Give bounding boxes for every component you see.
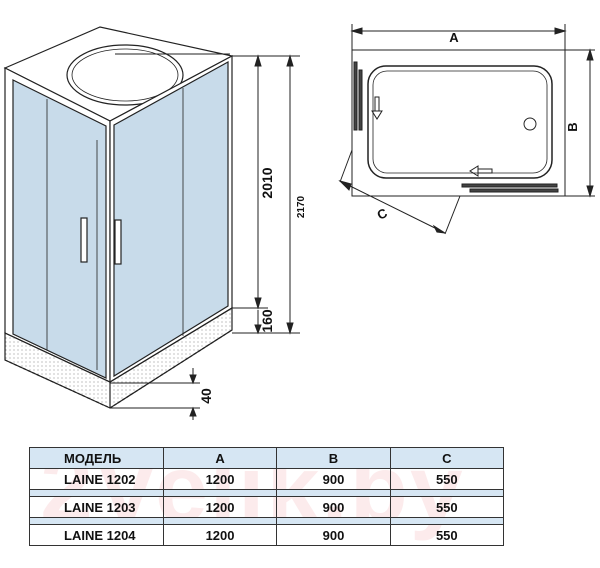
header-c: C: [389, 447, 505, 469]
table-row: LAINE 1203 1200 900 550: [29, 496, 505, 518]
plan-view: [338, 24, 595, 235]
drain-icon: [523, 117, 537, 131]
plan-outer-frame: [351, 49, 566, 197]
plan-label-a: A: [449, 30, 459, 45]
table-header-row: МОДЕЛЬ A B C: [29, 447, 505, 469]
row-a: 1200: [162, 468, 278, 490]
slide-arrow-down-icon: [371, 96, 383, 120]
table-separator: [29, 489, 505, 497]
door-handle-right: [114, 219, 122, 265]
plan-tray: [367, 65, 553, 179]
height-dimensions: [110, 54, 300, 420]
header-a: A: [162, 447, 278, 469]
row-c: 550: [389, 524, 505, 546]
height-base-label: 160: [259, 309, 275, 333]
cabin-3d-view: [3, 26, 234, 409]
height-cabin-label: 2010: [259, 167, 275, 198]
table-separator: [29, 517, 505, 525]
row-c: 550: [389, 496, 505, 518]
row-model: LAINE 1204: [29, 524, 164, 546]
row-model: LAINE 1203: [29, 496, 164, 518]
plan-label-c: C: [375, 205, 390, 223]
row-a: 1200: [162, 496, 278, 518]
door-handle-left: [80, 217, 88, 263]
row-c: 550: [389, 468, 505, 490]
roof-dome: [66, 44, 184, 106]
header-model: МОДЕЛЬ: [29, 447, 164, 469]
height-step-label: 40: [198, 388, 214, 404]
header-b: B: [276, 447, 391, 469]
row-b: 900: [276, 524, 391, 546]
row-model: LAINE 1202: [29, 468, 164, 490]
height-total-label: 2170: [296, 195, 307, 218]
row-b: 900: [276, 496, 391, 518]
row-a: 1200: [162, 524, 278, 546]
plan-label-b: B: [565, 122, 580, 131]
slide-arrow-left-icon: [469, 165, 493, 177]
table-row: LAINE 1202 1200 900 550: [29, 468, 505, 490]
models-table: МОДЕЛЬ A B C LAINE 1202 1200 900 550 LAI…: [29, 447, 505, 546]
row-b: 900: [276, 468, 391, 490]
table-row: LAINE 1204 1200 900 550: [29, 524, 505, 546]
